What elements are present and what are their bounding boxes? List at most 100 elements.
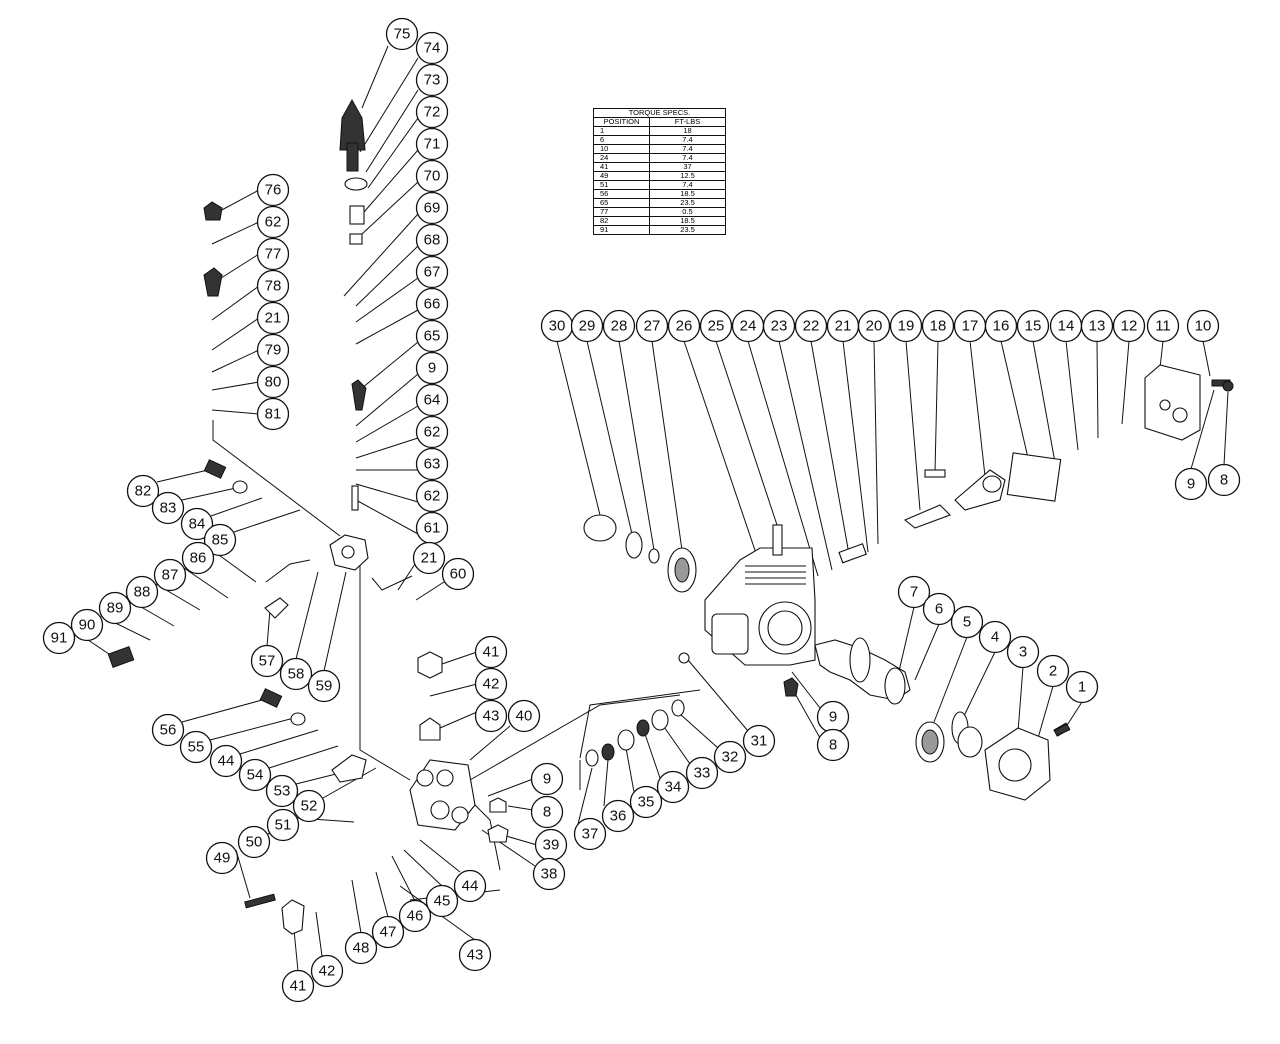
part-callout: 91: [42, 621, 76, 655]
callout-number: 62: [424, 424, 441, 441]
leader-line: [661, 723, 691, 765]
leader-line: [961, 651, 996, 721]
cap: [349, 233, 363, 245]
fitting-82: [203, 459, 227, 479]
callout-circle: [279, 657, 313, 691]
part-callout: 66: [415, 287, 449, 321]
o-ring-32: [671, 699, 685, 717]
part-callout: 2: [1036, 654, 1070, 688]
leader-line: [683, 340, 761, 566]
callout-number: 9: [543, 771, 551, 788]
callout-circle: [570, 309, 604, 343]
callout-number: 73: [424, 72, 441, 89]
leader-line: [429, 683, 478, 697]
part-callout: 48: [344, 931, 378, 965]
callout-number: 43: [483, 708, 500, 725]
part-callout: 17: [953, 309, 987, 343]
callout-number: 82: [135, 483, 152, 500]
callout-circle: [415, 95, 449, 129]
part-callout: 60: [441, 557, 475, 591]
plunger-guide: [903, 504, 951, 529]
callout-number: 53: [274, 783, 291, 800]
part-callout: 55: [179, 730, 213, 764]
part-callout: 24: [731, 309, 765, 343]
unloader-knob: [339, 98, 366, 151]
part-callout: 64: [415, 383, 449, 417]
callout-number: 19: [898, 318, 915, 335]
part-callout: 18: [921, 309, 955, 343]
part-callout: 40: [507, 699, 541, 733]
leader-line: [1223, 391, 1229, 466]
callout-circle: [310, 954, 344, 988]
part-callout: 52: [292, 789, 326, 823]
part-callout: 54: [238, 758, 272, 792]
callout-circle: [629, 785, 663, 819]
callout-number: 62: [265, 214, 282, 231]
callout-circle: [281, 969, 315, 1003]
callout-number: 10: [1195, 318, 1212, 335]
callout-circle: [794, 309, 828, 343]
callout-number: 30: [549, 318, 566, 335]
connector-line: [265, 559, 311, 583]
callout-circle: [256, 269, 290, 303]
callout-number: 6: [935, 601, 943, 618]
part-callout: 34: [656, 770, 690, 804]
callout-circle: [344, 931, 378, 965]
callout-circle: [857, 309, 891, 343]
callout-circle: [415, 31, 449, 65]
part-callout: 5: [950, 605, 984, 639]
callout-circle: [1016, 309, 1050, 343]
part-callout: 8: [1207, 463, 1241, 497]
leader-line: [361, 181, 419, 235]
callout-circle: [1036, 654, 1070, 688]
part-callout: 3: [1006, 635, 1040, 669]
callout-number: 78: [265, 278, 282, 295]
callout-number: 35: [638, 794, 655, 811]
connector-line: [469, 694, 681, 781]
callout-circle: [742, 724, 776, 758]
leader-line: [415, 581, 445, 601]
callout-number: 64: [424, 392, 441, 409]
part-callout: 56: [151, 713, 185, 747]
callout-circle: [415, 255, 449, 289]
part-callout: 79: [256, 333, 290, 367]
part-callout: 16: [984, 309, 1018, 343]
callout-number: 8: [829, 737, 837, 754]
leader-line: [715, 340, 779, 529]
callout-circle: [415, 287, 449, 321]
callout-number: 80: [265, 374, 282, 391]
part-callout: 88: [125, 575, 159, 609]
leader-line: [679, 713, 719, 749]
callout-number: 47: [380, 924, 397, 941]
callout-circle: [70, 608, 104, 642]
part-callout: 76: [256, 173, 290, 207]
part-callout: 62: [415, 415, 449, 449]
callout-circle: [256, 301, 290, 335]
callout-circle: [921, 309, 955, 343]
callout-number: 29: [579, 318, 596, 335]
washer: [344, 177, 368, 191]
callout-number: 55: [188, 739, 205, 756]
leader-lines: [72, 45, 1229, 972]
leader-line: [651, 340, 683, 551]
part-callout: 23: [762, 309, 796, 343]
callout-circle: [415, 415, 449, 449]
connector-line: [371, 575, 413, 591]
unloader-body: [329, 534, 369, 571]
leader-line: [375, 871, 389, 918]
callout-number: 81: [265, 406, 282, 423]
snap-ring: [625, 531, 643, 559]
part-callout: 1: [1065, 670, 1099, 704]
leader-line: [586, 340, 633, 535]
part-callout: 86: [181, 541, 215, 575]
leader-line: [268, 745, 339, 769]
leader-line: [361, 341, 419, 389]
callout-number: 70: [424, 168, 441, 185]
leader-line: [355, 483, 419, 503]
callout-number: 54: [247, 767, 264, 784]
part-callout: 53: [265, 774, 299, 808]
callout-circle: [398, 899, 432, 933]
